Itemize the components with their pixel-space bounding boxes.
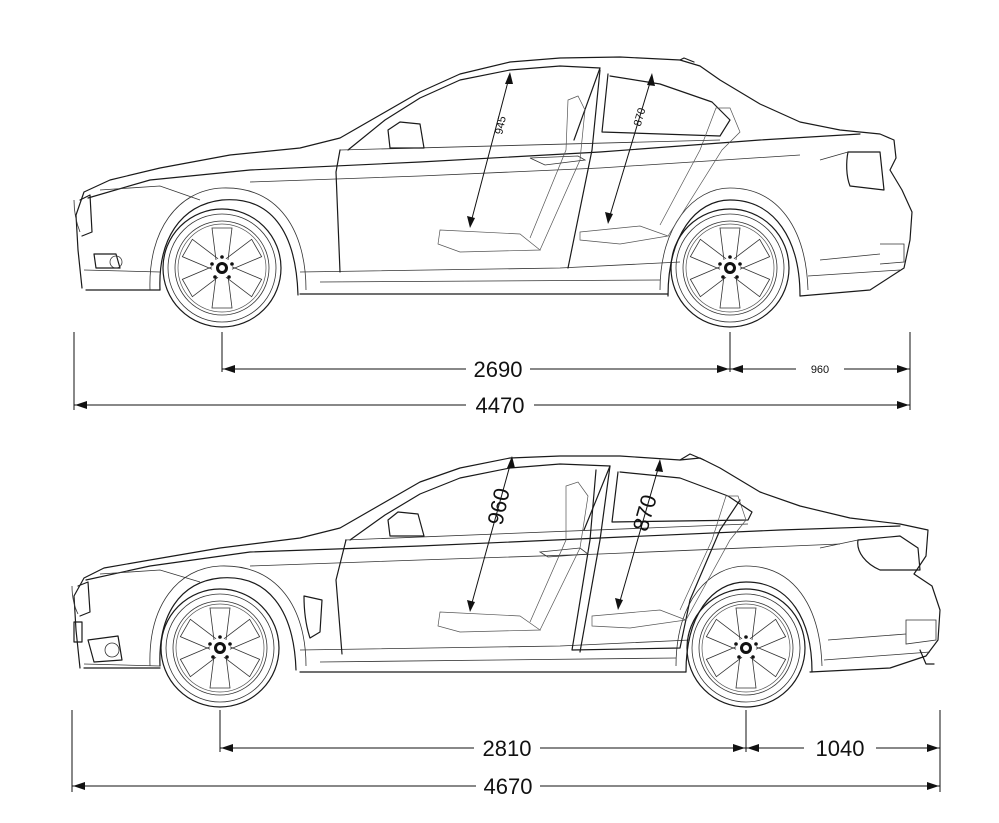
rear-headroom-label-top: 870: [632, 107, 649, 128]
length-label-top: 4470: [476, 393, 525, 418]
wheelbase-label-bottom: 2810: [483, 736, 532, 761]
headroom-arrows-top: 945 870: [467, 72, 655, 228]
car-drawing-bottom: [71, 453, 941, 708]
dimension-lines-top: 2690 960 4470: [73, 332, 911, 418]
rear-overhang-label-top: 960: [811, 364, 829, 376]
rear-overhang-label-bottom: 1040: [816, 736, 865, 761]
length-label-bottom: 4670: [484, 774, 533, 799]
car-drawing-top: [73, 56, 913, 328]
front-headroom-label-bottom: 960: [483, 486, 515, 527]
front-headroom-label-top: 945: [493, 115, 509, 135]
dimension-lines-bottom: 2810 1040 4670: [71, 710, 941, 799]
wheelbase-label-top: 2690: [474, 357, 523, 382]
headroom-arrows-bottom: 960 870: [467, 456, 663, 612]
